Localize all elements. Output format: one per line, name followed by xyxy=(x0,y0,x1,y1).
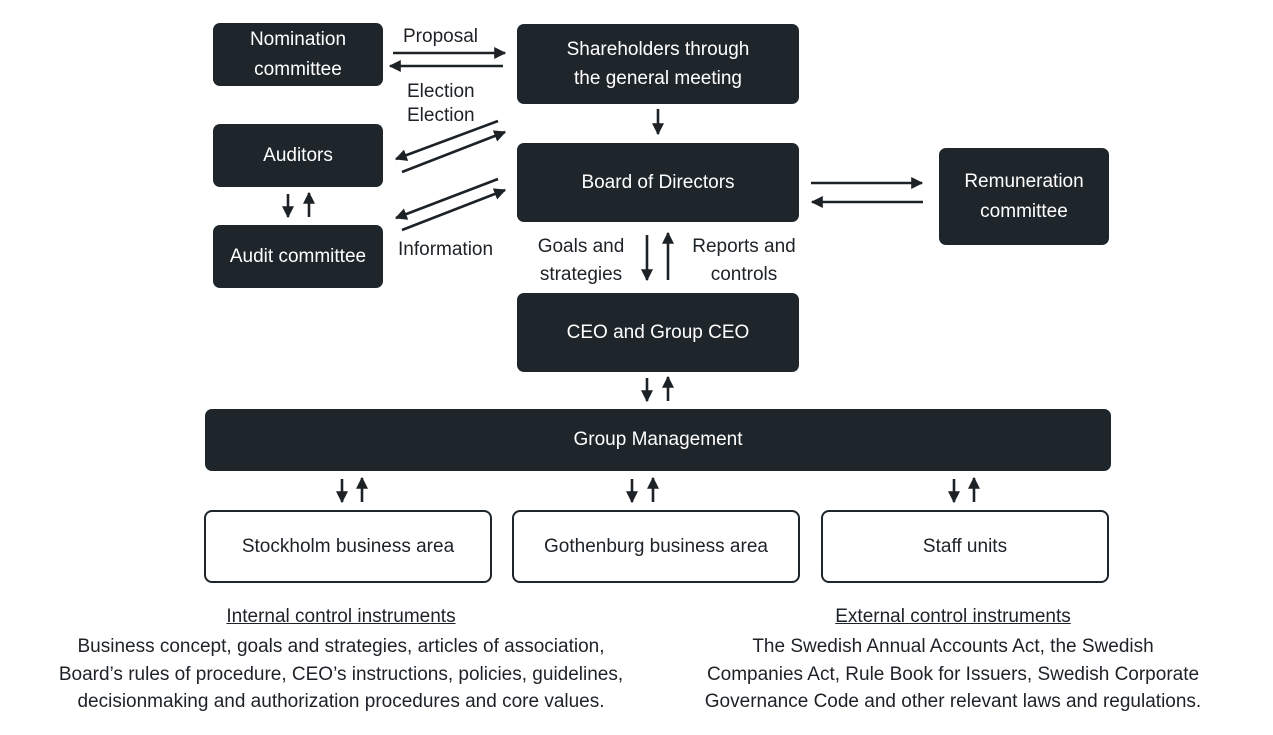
internal-control-body: Business concept, goals and strategies, … xyxy=(58,636,624,713)
auditors-box: Auditors xyxy=(213,124,383,187)
ceo-box: CEO and Group CEO xyxy=(517,293,799,372)
internal-control-title: Internal control instruments xyxy=(226,606,456,627)
staff-units-box: Staff units xyxy=(821,510,1109,583)
reports-and-controls-label: Reports and controls xyxy=(692,236,796,285)
gothenburg-business-area-box: Gothenburg business area xyxy=(512,510,800,583)
proposal-label: Proposal xyxy=(403,26,478,47)
information-label: Information xyxy=(398,239,494,260)
shareholders-box: Shareholders through the general meeting xyxy=(517,24,799,104)
remuneration-committee-box: Remuneration committee xyxy=(939,148,1109,245)
audit-committee-box: Audit committee xyxy=(213,225,383,288)
external-control-title: External control instruments xyxy=(835,606,1071,627)
election-label-1: Election xyxy=(407,81,475,102)
nomination-committee-box: Nomination committee xyxy=(213,23,383,86)
board-of-directors-box: Board of Directors xyxy=(517,143,799,222)
group-management-box: Group Management xyxy=(205,409,1111,471)
election-label-2: Election xyxy=(407,105,475,126)
goals-and-strategies-label: Goals and strategies xyxy=(537,236,625,285)
external-control-body: The Swedish Annual Accounts Act, the Swe… xyxy=(704,636,1202,713)
stockholm-business-area-box: Stockholm business area xyxy=(204,510,492,583)
